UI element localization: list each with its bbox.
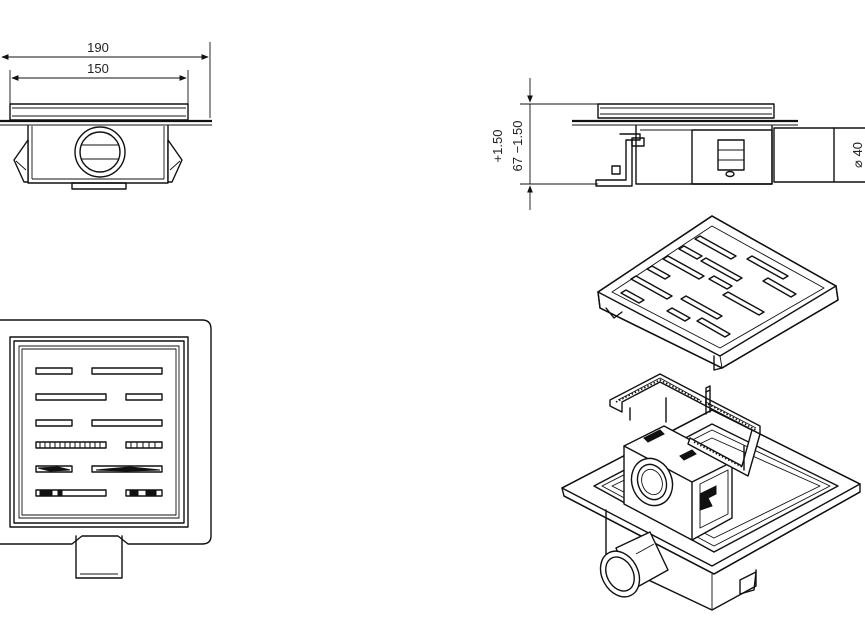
outlet-pipe-side [773,127,835,183]
body-front-profile [27,125,169,184]
dimension-height: +1.50 67 −1.50 [490,78,598,210]
dimension-outer-width: 190 [1,40,211,118]
dim-label-150: 150 [87,61,109,76]
dim-label-tolerance-plus: +1.50 [490,130,505,163]
plan-view [0,319,212,579]
mesh-frame [609,373,761,477]
grate-top-profile [9,103,189,121]
side-elevation-view: +1.50 67 −1.50 ⌀ 40 [490,78,865,210]
grate-isometric [597,215,839,371]
flange-outline-plan [0,319,212,545]
dim-label-190: 190 [87,40,109,55]
drain-body-isometric [561,373,861,611]
dim-label-outlet-diameter: ⌀ 40 [850,142,865,168]
dimension-inner-width: 150 [9,61,189,108]
outlet-circle-front [74,126,126,178]
dim-label-height: 67 −1.50 [510,121,525,172]
grate-slots-isometric [620,235,797,338]
outlet-pipe-isometric [599,531,669,598]
grate-slots-plan [35,367,163,497]
front-elevation-view: 190 150 [0,40,212,190]
